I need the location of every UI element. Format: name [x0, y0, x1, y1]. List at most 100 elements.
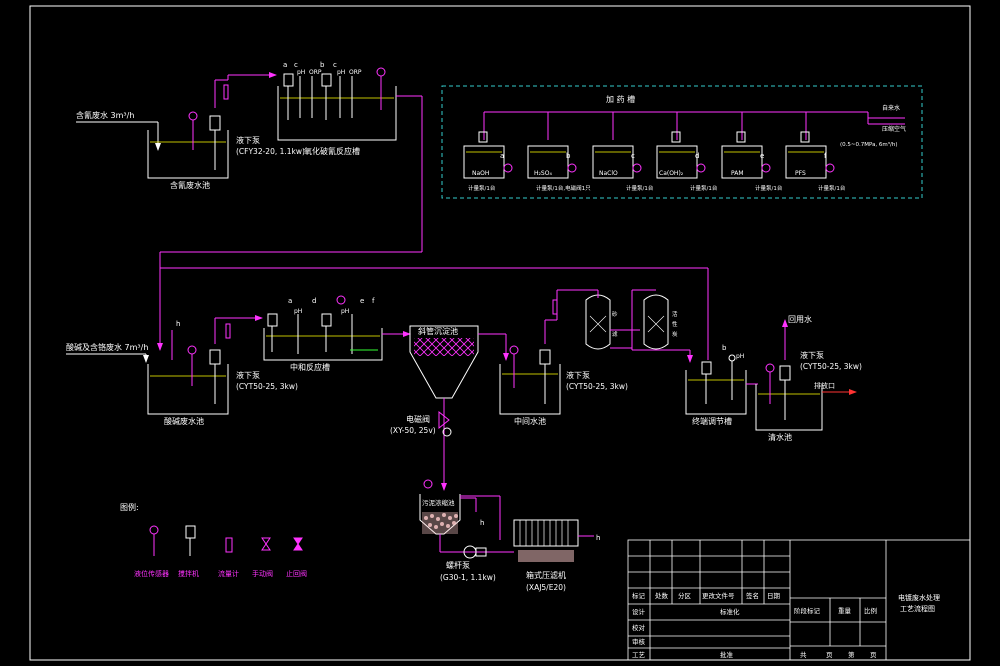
final-stage: pH b 终端调节槽 回用水 液下泵 (CYT50-25, 3kw) 排放口 清… [685, 314, 862, 442]
svg-text:阶段标记: 阶段标记 [794, 606, 821, 615]
cyanide-tank-label: 含氰废水池 [170, 180, 210, 190]
neut-tag-1: pH [294, 308, 302, 315]
pump2-name: 液下泵 [236, 370, 260, 380]
svg-text:炭: 炭 [672, 331, 678, 338]
svg-text:d: d [312, 297, 316, 305]
svg-text:审核: 审核 [632, 637, 646, 646]
title-block-text: 标记 处数 分区 更改文件号 签名 日期 设计 标准化 校对 审核 工艺 批准 … [632, 591, 940, 659]
dosing-box [441, 85, 923, 199]
dosing-title: 加 药 槽 [606, 94, 635, 104]
svg-text:PAM: PAM [731, 170, 744, 177]
svg-text:计量泵/1台: 计量泵/1台 [755, 184, 783, 192]
svg-text:h: h [480, 519, 484, 527]
neut-tag-2: pH [341, 308, 349, 315]
svg-text:重量: 重量 [838, 607, 852, 615]
pump-icon [209, 115, 221, 131]
svg-text:计量泵/1台: 计量泵/1台 [626, 184, 654, 192]
screw-name: 螺杆泵 [446, 560, 470, 570]
dose-tank-3: NaClO c 计量泵/1台 [592, 112, 654, 192]
acid-line: 酸碱及含铬废水 7m³/h h 酸碱废水池 液下泵 (CYT50-25, 3kw… [66, 267, 709, 426]
settler-body [409, 325, 479, 399]
level-sensor-icon [376, 67, 386, 77]
oxidation-tank-label: 氧化破氰反应槽 [304, 146, 360, 156]
svg-text:砂: 砂 [612, 310, 618, 318]
sludge-tank-label: 污泥浓缩池 [422, 498, 455, 507]
acid-tank [147, 364, 229, 415]
drawing-title-2: 工艺流程图 [900, 604, 935, 613]
oxid-tag-4: ORP [349, 69, 362, 76]
settler-label: 斜管沉淀池 [418, 326, 458, 336]
dose-tank-2: H₂SO₄ b 计量泵/1台,电磁阀1只 [527, 112, 591, 192]
level-sensor-icon [149, 525, 159, 535]
legend-item-5: 止回阀 [286, 569, 307, 578]
acid-tank-label: 酸碱废水池 [164, 416, 204, 426]
inflow-acid-label: 酸碱及含铬废水 7m³/h [66, 342, 148, 352]
svg-text:e: e [360, 297, 364, 305]
press-spec: (XAJ5/E20) [526, 583, 566, 592]
svg-text:更改文件号: 更改文件号 [702, 591, 735, 600]
comp-air-label: 压缩空气 [882, 125, 906, 133]
svg-text:NaClO: NaClO [599, 170, 618, 177]
svg-text:批准: 批准 [720, 650, 734, 659]
svg-text:f: f [372, 297, 375, 305]
legend-item-4: 手动阀 [252, 569, 273, 578]
press-name: 箱式压滤机 [526, 570, 566, 580]
mid-tank [499, 364, 561, 415]
clear-tank [755, 384, 823, 431]
mixer-icon [321, 313, 332, 327]
oxid-tag-3: pH [337, 69, 345, 76]
pump3-spec: (CYT50-25, 3kw) [566, 382, 628, 391]
level-sensor-icon [423, 479, 433, 489]
clear-tank-label: 清水池 [768, 432, 792, 442]
legend-item-3: 流量计 [218, 569, 239, 578]
svg-text:签名: 签名 [746, 591, 759, 600]
dose-tank-5: PAM e 计量泵/1台 [721, 112, 783, 192]
legend-item-2: 搅拌机 [178, 569, 199, 578]
level-sensor-icon [765, 363, 775, 373]
discharge-label: 排放口 [814, 381, 835, 390]
dose-tank-4: Ca(OH)₂ d 计量泵/1台 [656, 112, 718, 192]
drawing-title-1: 电镀废水处理 [898, 593, 940, 602]
svg-text:性: 性 [672, 320, 678, 328]
filter-press [513, 519, 579, 547]
dose-tank-1: NaOH a 计量泵/1台 [463, 112, 513, 192]
mixer-icon [283, 73, 294, 87]
svg-text:e: e [760, 152, 764, 160]
mixer-icon [267, 313, 278, 327]
pump4-name: 液下泵 [800, 350, 824, 360]
svg-text:NaOH: NaOH [472, 170, 489, 177]
svg-text:b: b [566, 152, 571, 160]
svg-text:第: 第 [848, 650, 855, 659]
legend: 图例: 液位传感器 搅拌机 流量计 手动阀 止回阀 [120, 502, 307, 578]
svg-text:c: c [333, 61, 337, 69]
oxid-tag-1: pH [297, 69, 305, 76]
manual-valve-icon [438, 410, 450, 430]
svg-text:H₂SO₄: H₂SO₄ [534, 170, 552, 177]
svg-text:比例: 比例 [864, 606, 877, 615]
level-sensor-icon [188, 111, 198, 121]
svg-text:f: f [824, 152, 827, 160]
check-valve-icon [293, 537, 303, 551]
sludge-area: 污泥浓缩池 h 螺杆泵 (G30-1, 1.1kw) h 箱式压滤机 (XAJ5… [419, 479, 600, 592]
mid-tank-group: 中间水池 液下泵 (CYT50-25, 3kw) [499, 289, 628, 426]
legend-item-1: 液位传感器 [134, 569, 169, 578]
mixer-icon [701, 361, 712, 375]
legend-title: 图例: [120, 502, 139, 512]
svg-text:a: a [288, 297, 292, 305]
drawing-frame [29, 5, 971, 661]
ph-tank [685, 370, 747, 415]
pump1-spec: (CFY32-20, 1.1kw) [236, 147, 305, 156]
svg-text:a: a [500, 152, 504, 160]
oxidation-tank [277, 86, 397, 141]
svg-text:计量泵/1台,电磁阀1只: 计量泵/1台,电磁阀1只 [536, 184, 591, 192]
svg-text:处数: 处数 [655, 591, 669, 600]
svg-text:页: 页 [870, 651, 877, 659]
level-sensor-icon [509, 345, 519, 355]
svg-text:b: b [320, 61, 325, 69]
pump-icon [779, 365, 791, 381]
mixer-icon [185, 525, 196, 539]
svg-text:标记: 标记 [632, 591, 646, 600]
filters: 砂 滤 活 性 炭 [585, 289, 693, 363]
svg-text:计量泵/1台: 计量泵/1台 [468, 184, 496, 192]
